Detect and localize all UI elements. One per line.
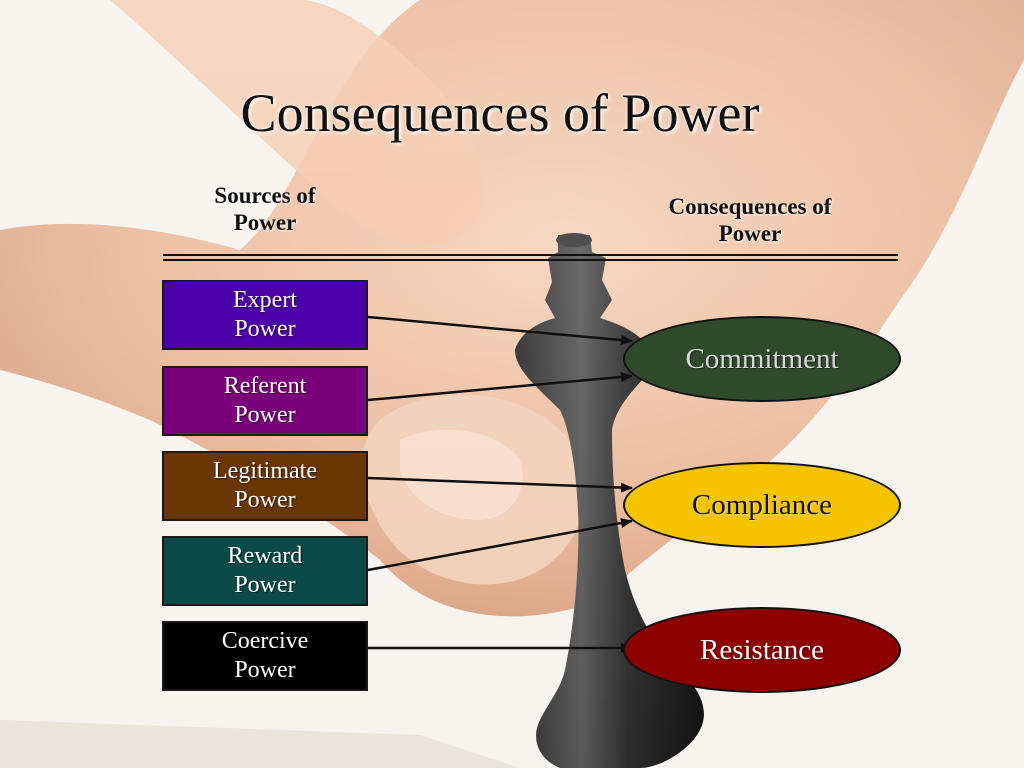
source-label-line-2: Power [234, 316, 296, 342]
consequences-of-power-heading: Consequences of Power [620, 193, 880, 247]
heading-divider-bottom [163, 259, 898, 261]
source-label-line-1: Referent [223, 373, 307, 399]
sources-heading-line-2: Power [233, 210, 297, 235]
source-box-referent-power: Referent Power [162, 366, 368, 436]
consequence-commitment: Commitment [623, 316, 901, 402]
consequence-label: Resistance [699, 633, 824, 666]
sources-heading-line-1: Sources of [214, 183, 316, 208]
consequences-heading-line-1: Consequences of [668, 194, 832, 219]
source-label-line-1: Reward [227, 543, 303, 569]
source-box-expert-power: Expert Power [162, 280, 368, 350]
consequences-heading-line-2: Power [718, 221, 782, 246]
source-label-line-1: Expert [233, 287, 297, 313]
source-label-line-2: Power [234, 487, 296, 513]
source-box-reward-power: Reward Power [162, 536, 368, 606]
source-label-line-2: Power [234, 657, 296, 683]
consequence-label: Commitment [685, 342, 839, 375]
source-label-line-1: Coercive [221, 628, 309, 654]
source-box-coercive-power: Coercive Power [162, 621, 368, 691]
source-label-line-2: Power [234, 402, 296, 428]
source-label-line-1: Legitimate [213, 458, 317, 484]
consequence-resistance: Resistance [623, 607, 901, 693]
source-box-legitimate-power: Legitimate Power [162, 451, 368, 521]
source-label-line-2: Power [234, 572, 296, 598]
slide-title: Consequences of Power [240, 83, 760, 143]
heading-divider-top [163, 254, 898, 256]
consequence-compliance: Compliance [623, 462, 901, 548]
sources-of-power-heading: Sources of Power [175, 182, 355, 236]
consequence-label: Compliance [691, 488, 833, 521]
